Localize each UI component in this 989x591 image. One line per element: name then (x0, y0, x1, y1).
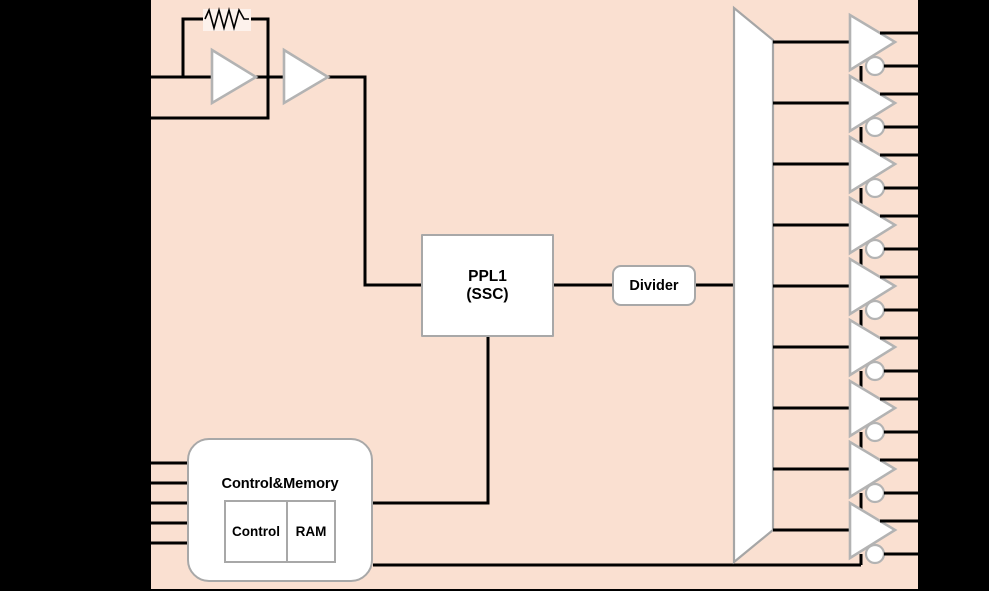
osc-buffer-amplifier-icon (282, 47, 331, 106)
pll-label-line1: PPL1 (468, 267, 507, 285)
output-buffer-2 (773, 73, 918, 151)
buffer-triangle-icon-7 (848, 378, 898, 439)
inverting-bubble-icon-9 (864, 543, 886, 565)
buffer-triangle-icon-6 (848, 317, 898, 378)
inverting-bubble-icon-1 (864, 55, 886, 77)
pll-label-line2: (SSC) (466, 285, 509, 303)
inverting-bubble-icon-3 (864, 177, 886, 199)
inverting-bubble-icon-4 (864, 238, 886, 260)
output-buffer-6 (773, 317, 918, 395)
output-buffer-9 (773, 500, 918, 565)
inverting-bubble-icon-8 (864, 482, 886, 504)
output-mux-trapezoid-icon (732, 5, 775, 565)
control-memory-block[interactable]: Control&Memory Control RAM (187, 438, 373, 582)
output-buffer-8 (773, 439, 918, 517)
output-buffer-5 (773, 256, 918, 334)
control-cell[interactable]: Control (226, 502, 288, 561)
control-to-pll-wire (373, 337, 490, 505)
ram-cell[interactable]: RAM (288, 502, 334, 561)
feedback-wire-left (181, 17, 208, 77)
buffer-triangle-icon-2 (848, 73, 898, 134)
divider-label: Divider (629, 277, 679, 294)
control-memory-cells: Control RAM (224, 500, 336, 563)
inverting-bubble-icon-7 (864, 421, 886, 443)
buffer-triangle-icon-5 (848, 256, 898, 317)
inverting-bubble-icon-5 (864, 299, 886, 321)
control-memory-title: Control&Memory (221, 476, 339, 492)
osc-inverting-amplifier-icon (210, 47, 259, 106)
output-buffer-7 (773, 378, 918, 456)
osc-input-pin-2 (151, 77, 270, 120)
pll-block[interactable]: PPL1 (SSC) (421, 234, 554, 337)
buffer-triangle-icon-3 (848, 134, 898, 195)
output-buffer-1 (773, 12, 918, 90)
inverting-bubble-icon-6 (864, 360, 886, 382)
inverting-bubble-icon-2 (864, 116, 886, 138)
output-buffer-3 (773, 134, 918, 212)
resistor-icon (204, 7, 249, 31)
buffer-triangle-icon-8 (848, 439, 898, 500)
buffer-triangle-icon-9 (848, 500, 898, 561)
divider-block[interactable]: Divider (612, 265, 696, 306)
buffer-triangle-icon-1 (848, 12, 898, 73)
output-buffer-4 (773, 195, 918, 273)
buffer-triangle-icon-4 (848, 195, 898, 256)
feedback-wire-right (246, 17, 270, 77)
osc-out-to-pll-wire (327, 75, 421, 287)
